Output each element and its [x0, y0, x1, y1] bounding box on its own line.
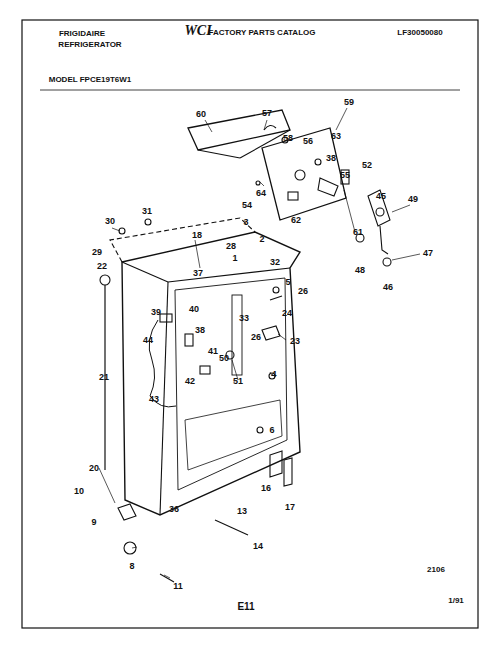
callout-number: 32: [269, 258, 281, 267]
callout-number: 41: [207, 347, 219, 356]
callout-number: 2: [258, 235, 265, 244]
callout-number: 60: [195, 110, 207, 119]
callout-number: 28: [225, 242, 237, 251]
callout-number: 51: [232, 377, 244, 386]
callout-number: 21: [98, 373, 110, 382]
callout-number: 26: [250, 333, 262, 342]
callout-number: 56: [302, 137, 314, 146]
footer-text: 1/91: [447, 597, 465, 605]
callout-number: 58: [282, 134, 294, 143]
callout-number: 31: [141, 207, 153, 216]
header-text: LF30050080: [396, 29, 443, 37]
header-text: FRIGIDAIRE: [58, 30, 106, 38]
callout-number: 42: [184, 377, 196, 386]
callout-number: 29: [91, 248, 103, 257]
callout-number: 26: [297, 287, 309, 296]
callout-number: 44: [142, 336, 154, 345]
callout-number: 48: [354, 266, 366, 275]
footer-text: 2106: [426, 566, 446, 574]
callout-number: 36: [168, 505, 180, 514]
callout-number: 52: [361, 161, 373, 170]
header-text: FACTORY PARTS CATALOG: [208, 29, 317, 37]
header-text: REFRIGERATOR: [57, 41, 122, 49]
callout-number: 30: [104, 217, 116, 226]
callout-number: 17: [284, 503, 296, 512]
callout-number: 43: [148, 395, 160, 404]
callout-number: 64: [255, 189, 267, 198]
callout-number: 8: [128, 562, 135, 571]
footer-text: E11: [236, 602, 255, 612]
callout-number: 38: [325, 154, 337, 163]
callout-number: 9: [90, 518, 97, 527]
header-text: MODEL FPCE19T6W1: [48, 76, 133, 84]
callout-number: 59: [343, 98, 355, 107]
callout-number: 39: [150, 308, 162, 317]
callout-number: 55: [339, 171, 351, 180]
callout-number: 5: [284, 278, 291, 287]
callout-number: 16: [260, 484, 272, 493]
callout-number: 47: [422, 249, 434, 258]
callout-number: 13: [236, 507, 248, 516]
callout-number: 61: [352, 228, 364, 237]
callout-number: 3: [242, 218, 249, 227]
callout-number: 46: [382, 283, 394, 292]
callout-number: 18: [191, 231, 203, 240]
callout-number: 24: [281, 309, 293, 318]
callout-number: 50: [218, 354, 230, 363]
callout-number: 62: [290, 216, 302, 225]
callout-number: 40: [188, 305, 200, 314]
callout-number: 49: [407, 195, 419, 204]
callout-number: 10: [73, 487, 85, 496]
callout-number: 23: [289, 337, 301, 346]
callout-number: 33: [238, 314, 250, 323]
header-text: WCI: [183, 24, 212, 38]
callout-number: 45: [375, 192, 387, 201]
callout-number: 37: [192, 269, 204, 278]
callout-number: 38: [194, 326, 206, 335]
callout-number: 1: [231, 254, 238, 263]
callout-number: 22: [96, 262, 108, 271]
callout-number: 54: [241, 201, 253, 210]
callout-number: 57: [261, 109, 273, 118]
callout-number: 11: [172, 582, 184, 591]
callout-number: 20: [88, 464, 100, 473]
callout-number: 6: [268, 426, 275, 435]
callout-number: 63: [330, 132, 342, 141]
callout-number: 4: [270, 370, 277, 379]
callout-number: 14: [252, 542, 264, 551]
